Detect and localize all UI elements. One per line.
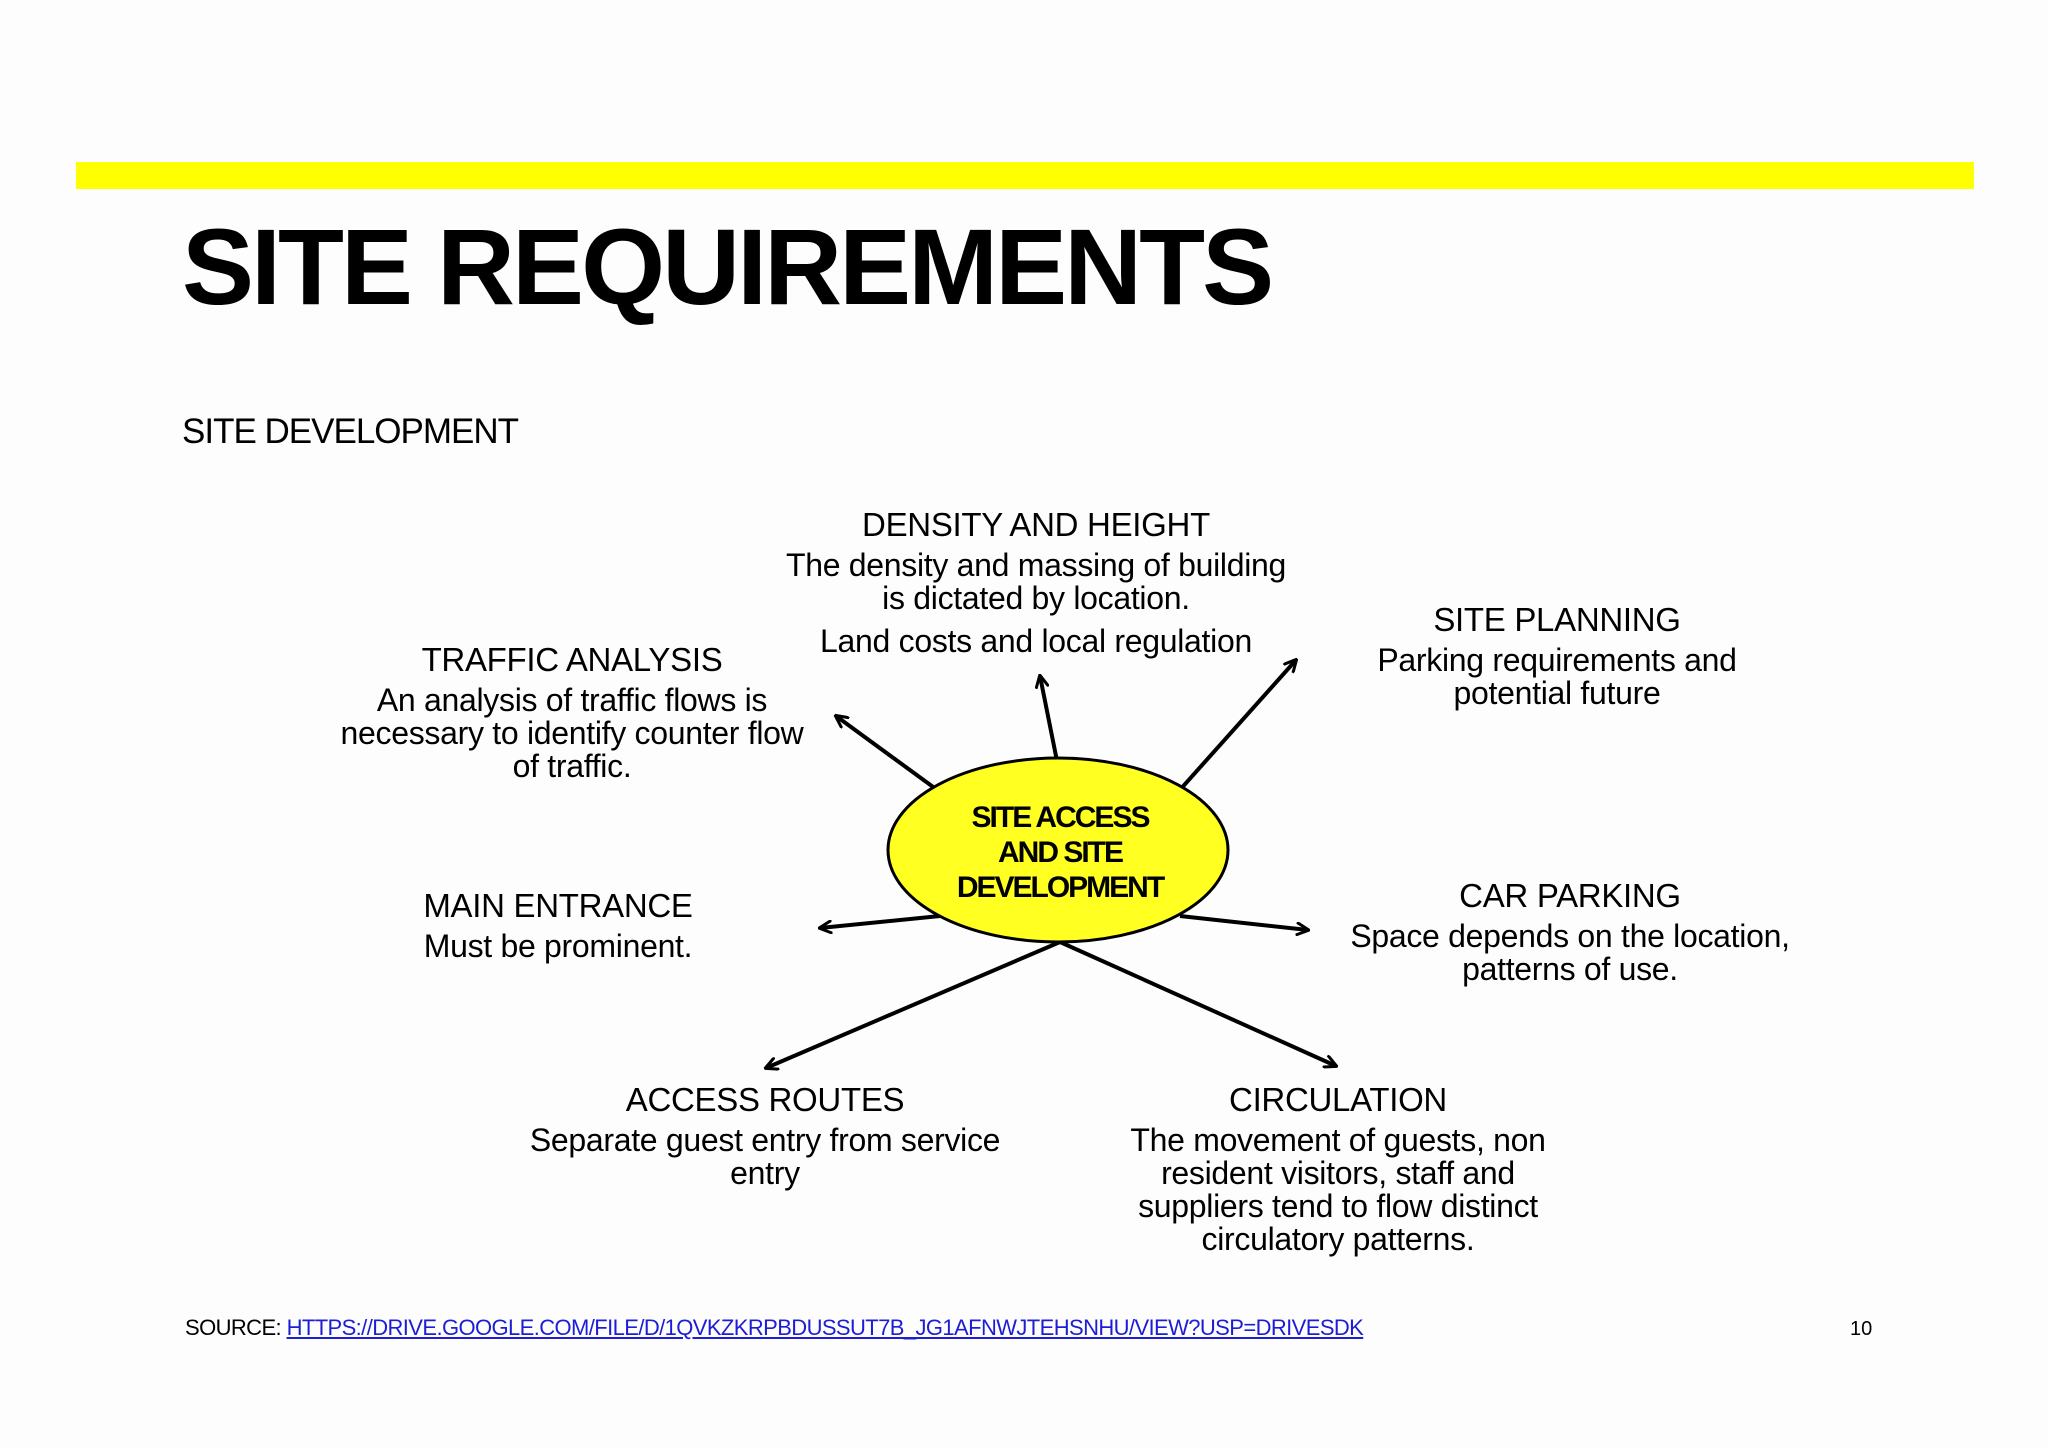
center-line-2: AND SITE	[997, 836, 1124, 869]
node-desc-line: suppliers tend to flow distinct	[1138, 1188, 1538, 1224]
page-number: 10	[1850, 1318, 1873, 1340]
node-title: CIRCULATION	[1229, 1081, 1447, 1118]
node-desc-line: is dictated by location.	[882, 580, 1190, 616]
node-title: TRAFFIC ANALYSIS	[421, 641, 723, 678]
node-density-height: DENSITY AND HEIGHT The density and massi…	[736, 505, 1336, 658]
node-extra-line: Land costs and local regulation	[820, 623, 1252, 659]
source-link[interactable]: HTTPS://DRIVE.GOOGLE.COM/FILE/D/1QVKZKRP…	[286, 1315, 1364, 1340]
node-car-parking: CAR PARKING Space depends on the locatio…	[1320, 876, 1820, 986]
node-main-entrance: MAIN ENTRANCE Must be prominent.	[378, 886, 738, 963]
arrow-parking	[1179, 914, 1308, 930]
node-desc-line: Must be prominent.	[423, 928, 693, 964]
source-label: SOURCE:	[185, 1315, 282, 1340]
node-desc-line: Parking requirements and	[1377, 642, 1737, 678]
node-desc-line: The density and massing of building	[785, 547, 1287, 583]
node-desc-line: of traffic.	[512, 748, 632, 784]
node-title: MAIN ENTRANCE	[423, 887, 693, 924]
node-desc-line: entry	[730, 1155, 800, 1191]
node-traffic-analysis: TRAFFIC ANALYSIS An analysis of traffic …	[302, 640, 842, 783]
node-title: SITE PLANNING	[1433, 601, 1681, 638]
arrow-entrance	[820, 914, 941, 928]
node-title: DENSITY AND HEIGHT	[862, 506, 1210, 543]
node-desc-line: resident visitors, staff and	[1161, 1155, 1515, 1191]
node-access-routes: ACCESS ROUTES Separate guest entry from …	[490, 1080, 1040, 1190]
title-accent-bar	[76, 162, 1974, 189]
node-title: ACCESS ROUTES	[625, 1081, 905, 1118]
section-label: SITE DEVELOPMENT	[182, 412, 519, 451]
node-desc-line: potential future	[1453, 675, 1661, 711]
center-line-1: SITE ACCESS	[971, 801, 1151, 834]
node-desc-line: necessary to identify counter flow	[340, 715, 804, 751]
center-line-3: DEVELOPMENT	[956, 871, 1165, 904]
node-site-planning: SITE PLANNING Parking requirements and p…	[1332, 600, 1782, 710]
node-title: CAR PARKING	[1459, 877, 1681, 914]
node-desc-line: patterns of use.	[1462, 951, 1678, 987]
arrow-circulation	[1059, 940, 1336, 1066]
arrow-traffic	[836, 716, 942, 794]
node-desc-line: An analysis of traffic flows is	[376, 682, 768, 718]
footer-source: SOURCE: HTTPS://DRIVE.GOOGLE.COM/FILE/D/…	[185, 1315, 1364, 1341]
arrow-access	[766, 940, 1061, 1068]
node-desc-line: Separate guest entry from service	[529, 1122, 1001, 1158]
page-title: SITE REQUIREMENTS	[182, 206, 1274, 327]
node-desc-line: The movement of guests, non	[1130, 1122, 1546, 1158]
node-desc-line: circulatory patterns.	[1201, 1221, 1475, 1257]
node-desc-line: Space depends on the location,	[1350, 918, 1790, 954]
arrow-planning	[1176, 660, 1296, 794]
center-label: SITE ACCESS AND SITE DEVELOPMENT	[900, 800, 1220, 905]
arrow-density	[1040, 676, 1060, 767]
center-ellipse	[886, 756, 1230, 944]
node-circulation: CIRCULATION The movement of guests, non …	[1088, 1080, 1588, 1256]
